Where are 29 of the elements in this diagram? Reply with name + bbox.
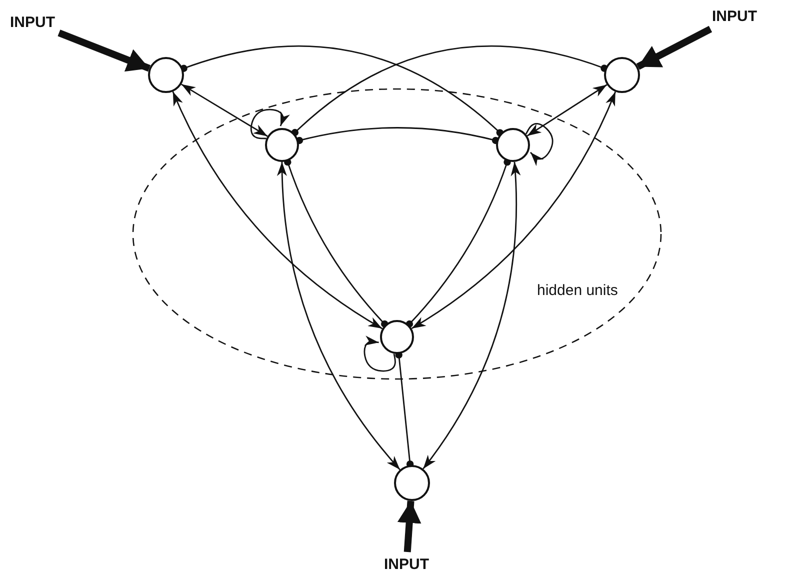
connection-arrow [422, 162, 520, 470]
hidden-layer-ellipse [132, 88, 662, 380]
input-arrow [636, 26, 712, 70]
group-label: hidden units [537, 282, 618, 299]
connection-arrow [181, 84, 268, 137]
connection-arrow [172, 91, 383, 330]
input-label: INPUT [712, 8, 757, 25]
connection-line [180, 45, 504, 136]
self-loop-arrow [250, 108, 290, 140]
unit-circle [148, 57, 184, 93]
connection-line [291, 45, 608, 136]
unit-circle [380, 320, 414, 354]
connection-line [296, 127, 500, 144]
input-arrow [397, 500, 422, 552]
connection-line [284, 158, 388, 328]
connection-arrow [411, 91, 616, 330]
unit-circle [604, 57, 640, 93]
input-label: INPUT [384, 556, 429, 573]
self-loop-arrow [525, 123, 554, 166]
connection-line [406, 158, 511, 328]
connection-line [395, 351, 414, 468]
self-loop-arrow [364, 336, 396, 372]
connection-arrow [277, 162, 400, 470]
input-arrow [58, 30, 151, 72]
unit-circle [496, 128, 530, 162]
connection-arrow [526, 84, 608, 136]
input-label: INPUT [10, 14, 55, 31]
unit-circle [394, 465, 430, 501]
unit-circle [265, 128, 299, 162]
